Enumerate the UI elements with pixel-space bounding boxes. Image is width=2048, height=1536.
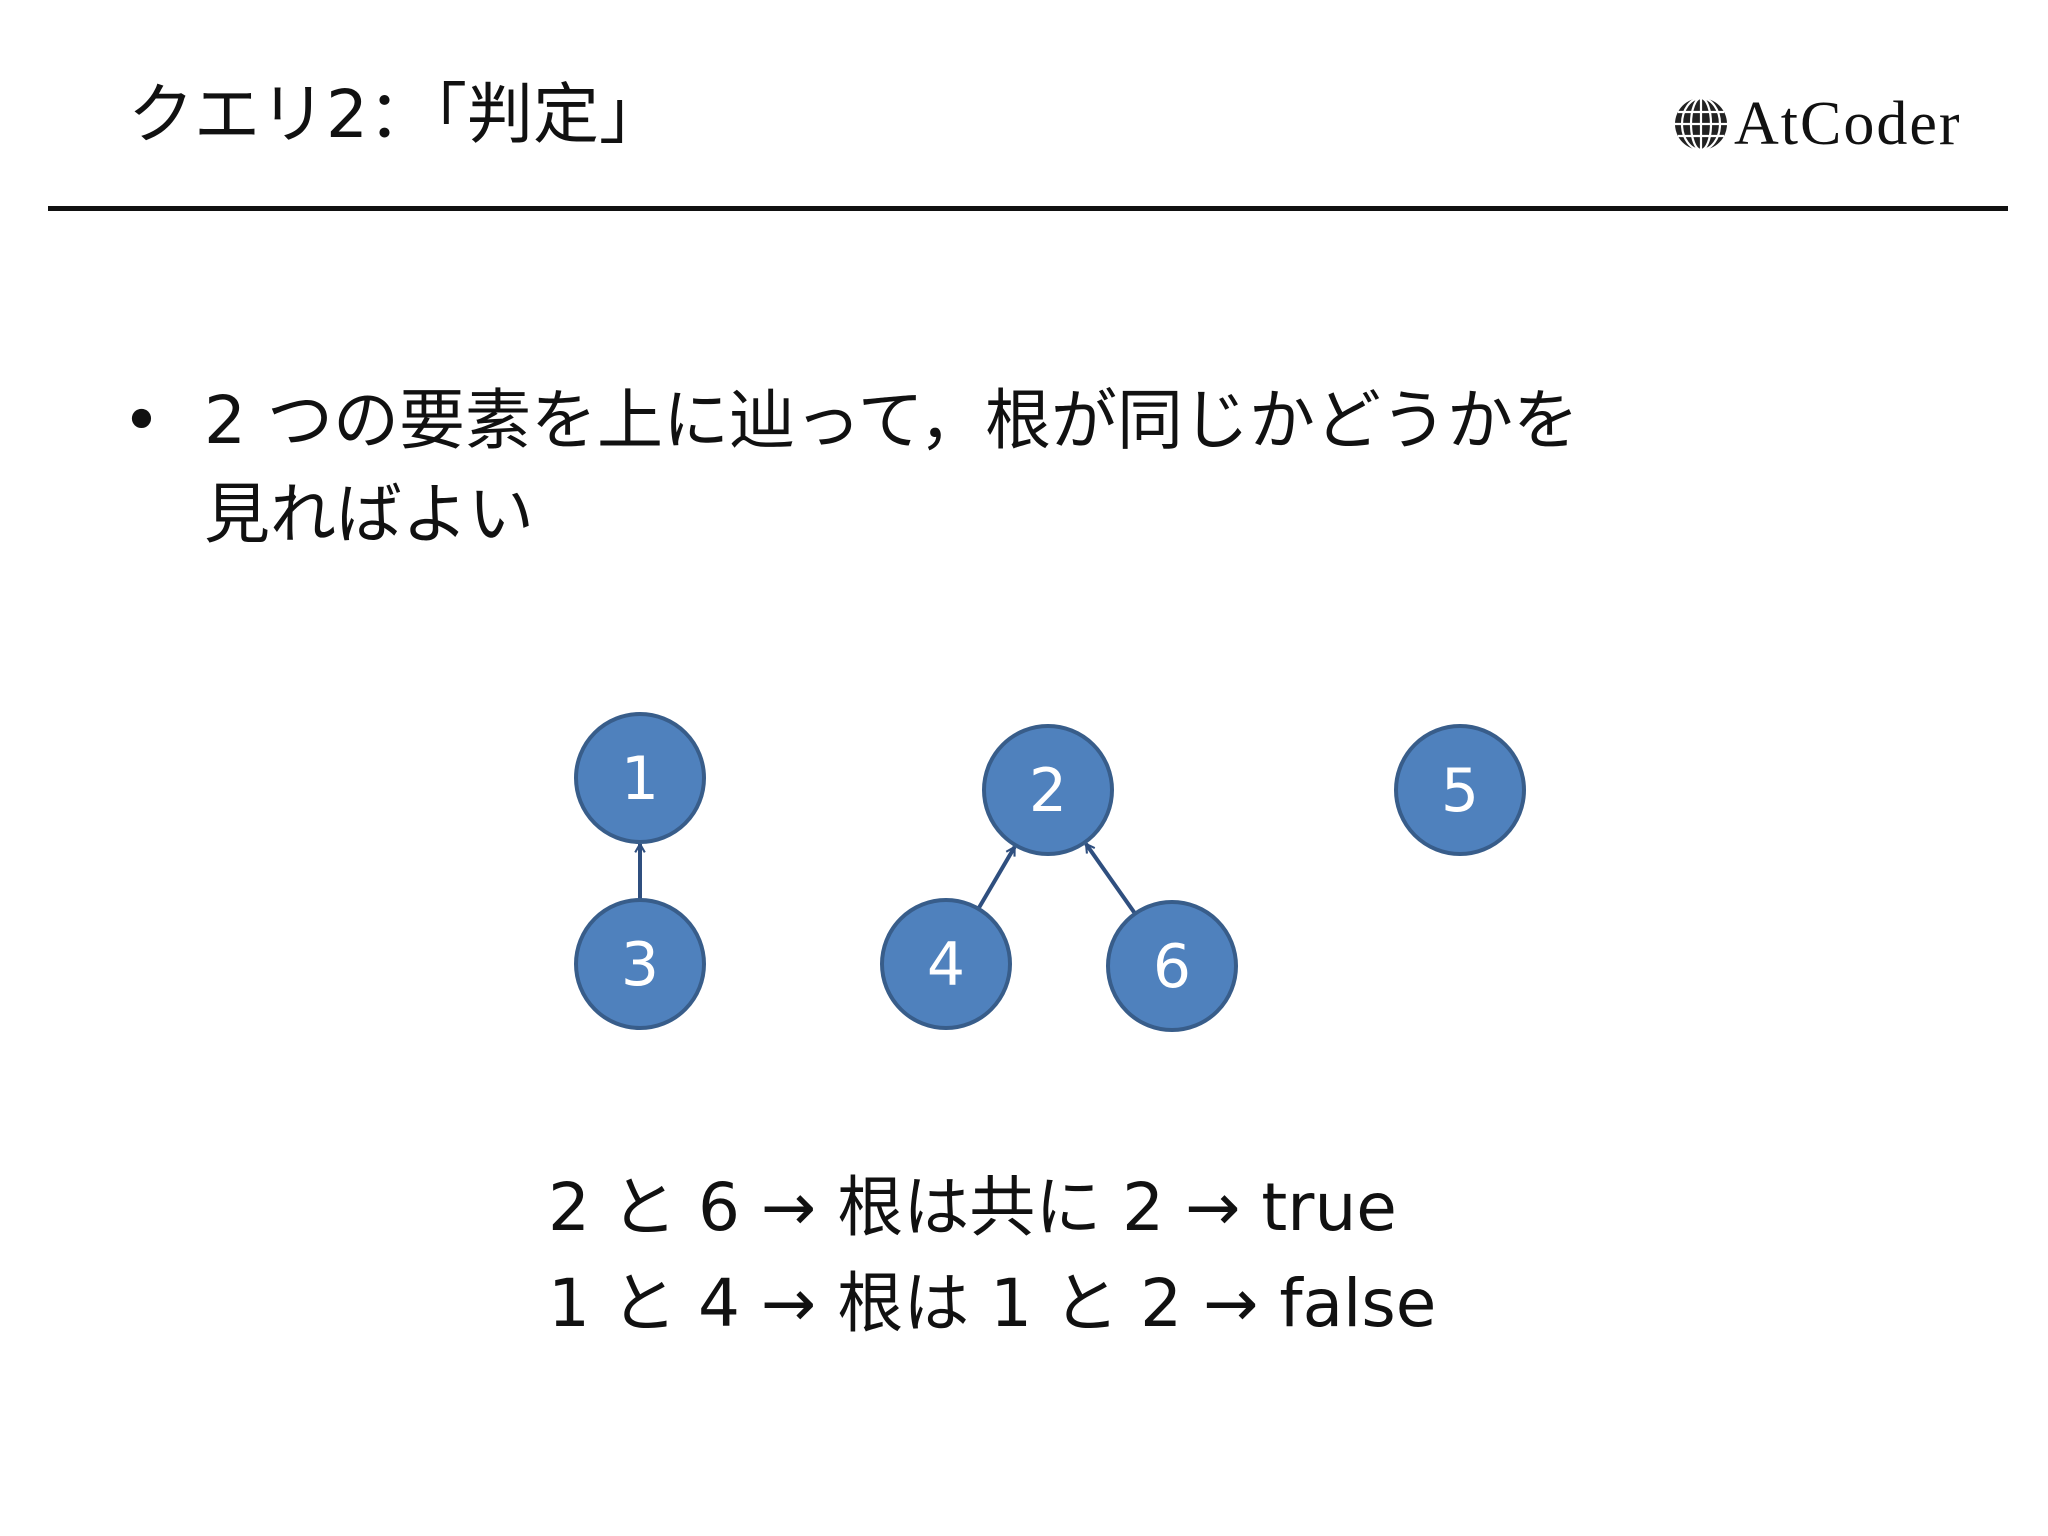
node-2: 2	[982, 724, 1114, 856]
node-circle-1	[574, 712, 706, 844]
node-label-2: 2	[1029, 756, 1067, 826]
node-circle-2	[982, 724, 1114, 856]
bullet-line-2: 見ればよい	[204, 476, 534, 553]
title-divider	[48, 206, 2008, 211]
atcoder-logo: AtCoder	[1672, 92, 1962, 156]
node-6: 6	[1106, 900, 1238, 1032]
bullet-symbol: •	[122, 382, 161, 459]
slide-title: クエリ2：「判定」	[128, 76, 665, 153]
node-circle-3	[574, 898, 706, 1030]
edges-layer	[634, 841, 1137, 915]
node-circle-6	[1106, 900, 1238, 1032]
node-label-5: 5	[1441, 756, 1479, 826]
result-line-1: 2 と 6 → 根は共に 2 → true	[548, 1169, 1397, 1246]
globe-icon	[1675, 96, 1727, 152]
bullet-point: • 2 つの要素を上に辿って，根が同じかどうかを 見ればよい	[122, 374, 1922, 562]
node-label-6: 6	[1153, 932, 1191, 1002]
node-circle-4	[880, 898, 1012, 1030]
bullet-line-1: 2 つの要素を上に辿って，根が同じかどうかを	[204, 382, 1580, 459]
node-3: 3	[574, 898, 706, 1030]
node-label-4: 4	[927, 930, 965, 1000]
nodes-layer: 1 2 3 4 5 6	[574, 712, 1526, 1032]
logo-text: AtCoder	[1734, 90, 1962, 158]
result-examples: 2 と 6 → 根は共に 2 → true 1 と 4 → 根は 1 と 2 →…	[548, 1160, 1436, 1352]
edge-4-to-2	[976, 845, 1017, 910]
node-circle-5	[1394, 724, 1526, 856]
node-4: 4	[880, 898, 1012, 1030]
edge-6-to-2	[1084, 842, 1137, 915]
node-label-3: 3	[621, 930, 659, 1000]
result-line-2: 1 と 4 → 根は 1 と 2 → false	[548, 1265, 1437, 1342]
node-label-1: 1	[621, 744, 659, 814]
node-5: 5	[1394, 724, 1526, 856]
node-1: 1	[574, 712, 706, 844]
